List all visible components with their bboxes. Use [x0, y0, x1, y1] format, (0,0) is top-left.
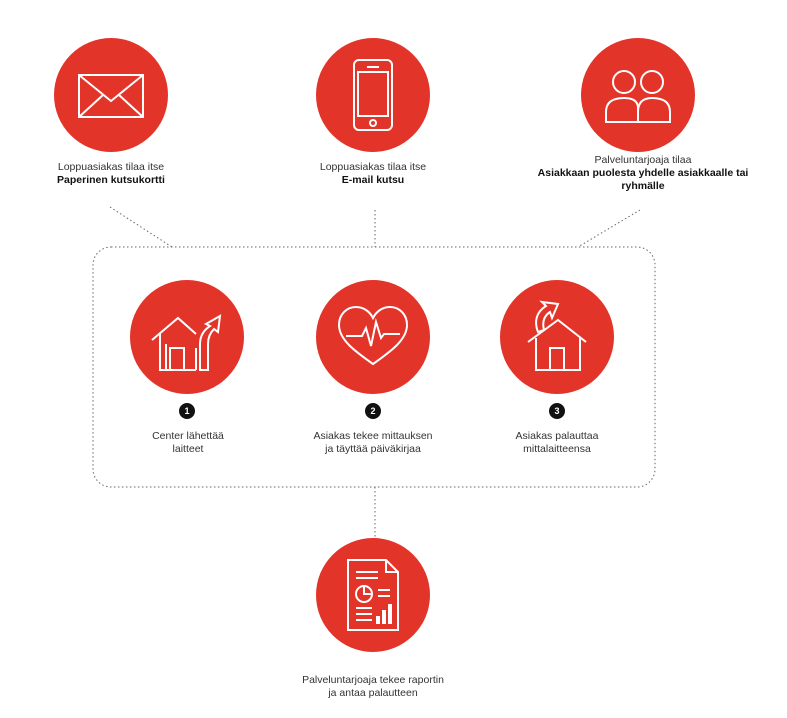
option-caption-paper: Loppuasiakas tilaa itse Paperinen kutsuk…: [57, 161, 165, 186]
tablet-icon: [353, 59, 393, 131]
step-3-caption: Asiakas palauttaa mittalaitteensa: [515, 430, 599, 455]
step-2-caption: Asiakas tekee mittauksen ja täyttää päiv…: [313, 430, 433, 455]
heart-pulse-icon: [337, 305, 409, 366]
house-return-icon: [527, 300, 587, 371]
report-circle: [316, 538, 430, 652]
envelope-circle: [54, 38, 168, 152]
tablet-circle: [316, 38, 430, 152]
envelope-icon: [78, 74, 144, 118]
option-caption-provider: Palveluntarjoaja tilaa Asiakkaan puolest…: [537, 154, 749, 192]
step-1-caption: Center lähettää laitteet: [152, 430, 224, 455]
step-1-badge: 1: [179, 403, 195, 419]
step-3-circle: [500, 280, 614, 394]
connector-left: [109, 206, 173, 248]
people-circle: [581, 38, 695, 152]
step-3-badge: 3: [549, 403, 565, 419]
process-box: [92, 246, 656, 488]
step-2-circle: [316, 280, 430, 394]
report-icon: [347, 559, 399, 631]
step-2-badge: 2: [365, 403, 381, 419]
house-arrow-icon: [151, 314, 222, 371]
connector-right: [577, 209, 641, 248]
people-icon: [605, 70, 671, 123]
option-caption-email: Loppuasiakas tilaa itse E-mail kutsu: [319, 161, 427, 186]
result-caption: Palveluntarjoaja tekee raportin ja antaa…: [302, 674, 444, 699]
step-1-circle: [130, 280, 244, 394]
